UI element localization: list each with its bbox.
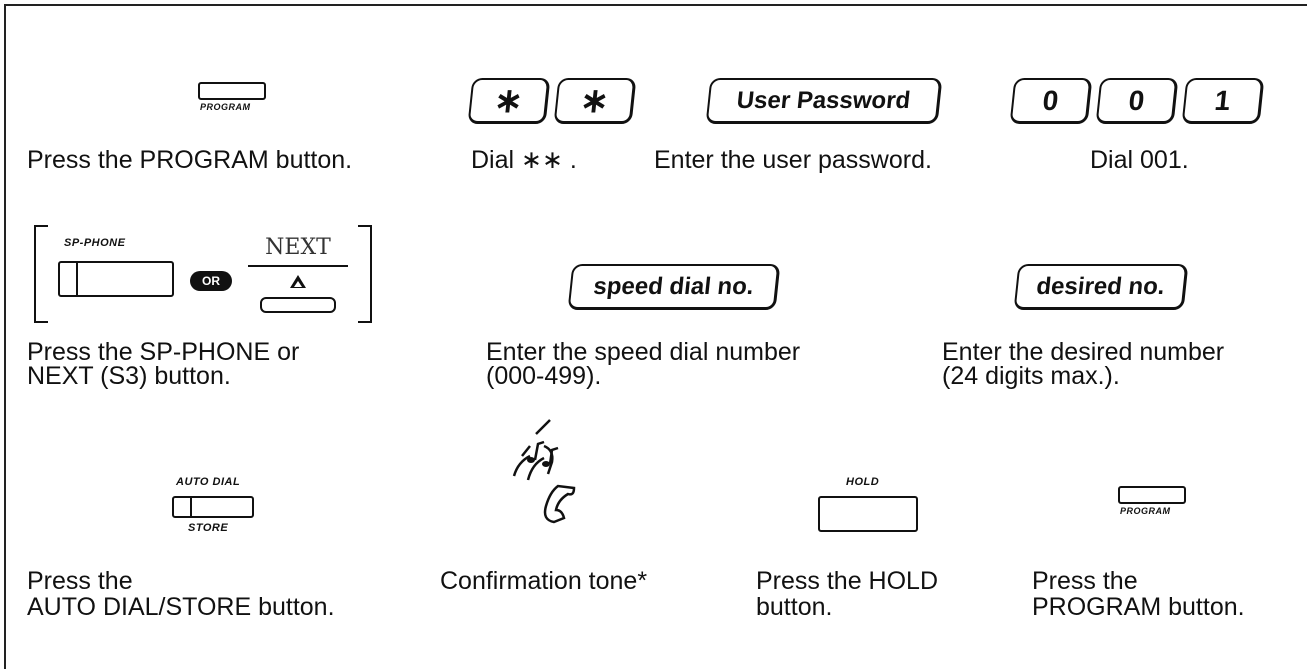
next-underline — [248, 265, 348, 267]
caption-auto-dial: Press the AUTO DIAL/STORE button. — [27, 567, 335, 621]
user-password-key: User Password — [705, 78, 943, 124]
caption-confirmation: Confirmation tone* — [440, 567, 648, 595]
sp-phone-or-next-graphic: SP-PHONE OR NEXT — [24, 225, 374, 325]
or-badge: OR — [190, 271, 232, 291]
caption-sp-phone: Press the SP-PHONE or NEXT (S3) button. — [27, 338, 300, 390]
star-key-1: ∗ — [467, 78, 551, 124]
next-label: NEXT — [265, 235, 331, 260]
program-button-label-2: PROGRAM — [1120, 506, 1171, 516]
right-bracket — [358, 225, 372, 323]
program-button-graphic-2: PROGRAM — [1118, 486, 1188, 526]
auto-dial-button-icon — [172, 496, 254, 518]
caption-dial-001: Dial 001. — [1090, 146, 1189, 174]
caption-press-program-1: Press the PROGRAM button. — [27, 146, 353, 174]
confirmation-tone-graphic — [484, 406, 594, 536]
caption-hold: Press the HOLD button. — [756, 567, 939, 621]
auto-dial-button-divider — [190, 498, 192, 516]
program-button-icon — [198, 82, 266, 100]
caption-desired: Enter the desired number (24 digits max.… — [942, 338, 1225, 390]
program-button-graphic-1: PROGRAM — [198, 82, 268, 122]
auto-dial-store-graphic: AUTO DIAL STORE — [170, 476, 260, 546]
caption-enter-password: Enter the user password. — [654, 146, 932, 174]
digit-key-0b: 0 — [1095, 78, 1179, 124]
hold-button-icon — [818, 496, 918, 532]
star-key-2: ∗ — [553, 78, 637, 124]
hold-label: HOLD — [846, 476, 880, 488]
sp-phone-label: SP-PHONE — [64, 237, 126, 249]
digit-key-0a: 0 — [1009, 78, 1093, 124]
auto-dial-label: AUTO DIAL — [176, 476, 241, 488]
hold-button-graphic: HOLD — [818, 476, 918, 536]
instruction-frame — [4, 4, 1307, 669]
caption-speed-dial: Enter the speed dial number (000-499). — [486, 338, 801, 390]
sp-phone-button-divider — [76, 263, 78, 295]
program-button-icon-2 — [1118, 486, 1186, 504]
caption-press-program-2: Press the PROGRAM button. — [1032, 567, 1245, 621]
desired-no-key: desired no. — [1013, 264, 1189, 310]
next-button-icon — [260, 297, 336, 313]
left-bracket — [34, 225, 48, 323]
handset-tone-icon — [512, 419, 576, 524]
caption-dial-stars: Dial ∗∗ . — [471, 146, 577, 174]
sp-phone-button-icon — [58, 261, 174, 297]
speed-dial-key: speed dial no. — [567, 264, 781, 310]
digit-key-1: 1 — [1181, 78, 1265, 124]
triangle-up-inner — [294, 281, 302, 287]
or-label: OR — [202, 274, 220, 288]
store-label: STORE — [188, 522, 229, 534]
program-button-label: PROGRAM — [200, 102, 251, 112]
